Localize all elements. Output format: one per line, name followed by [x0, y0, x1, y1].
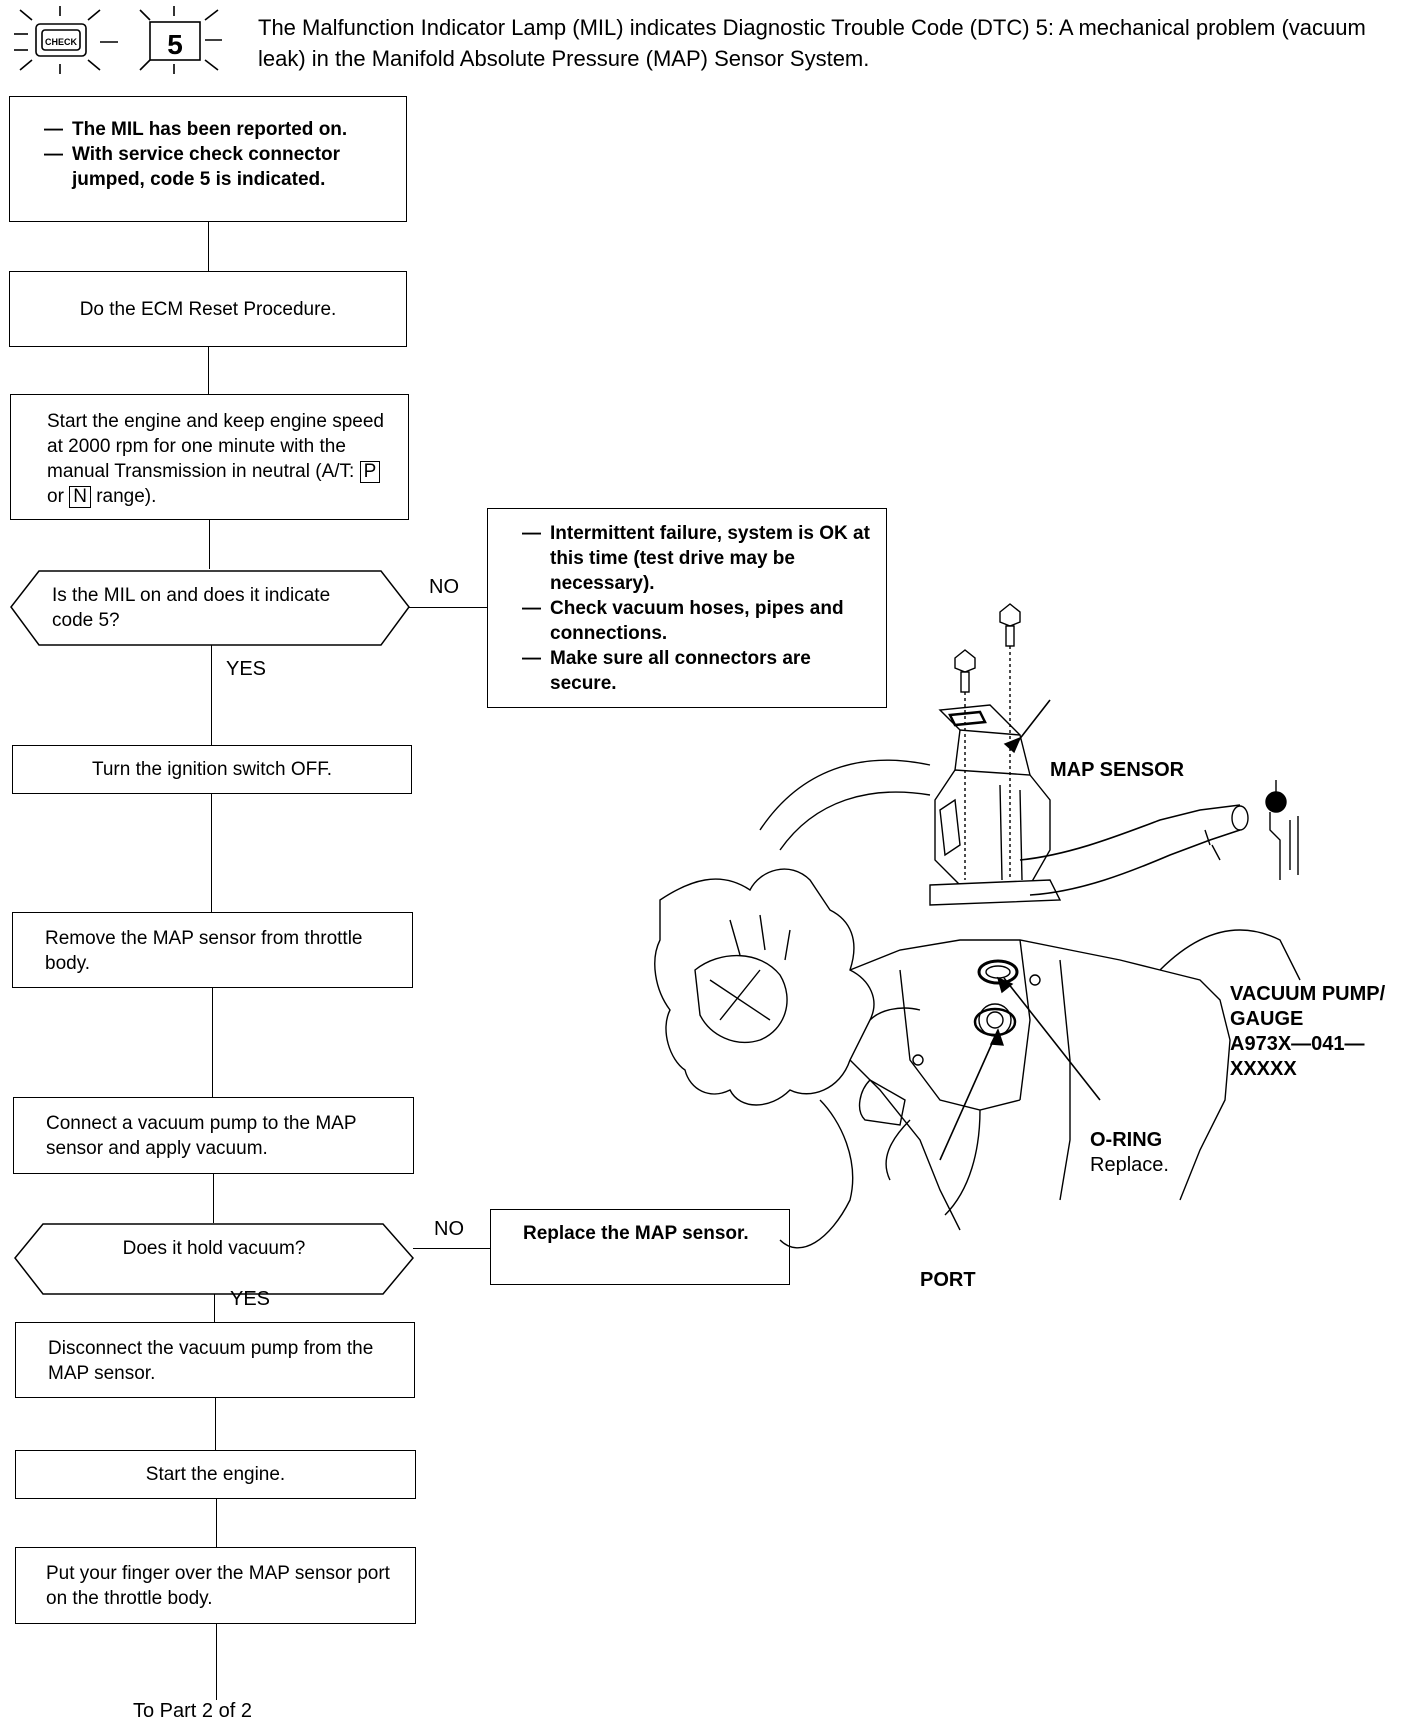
connector-line — [216, 1623, 217, 1700]
start-conditions-box: The MIL has been reported on. With servi… — [9, 96, 407, 222]
connector-line — [208, 346, 209, 394]
replace-sensor-label: Replace the MAP sensor. — [523, 1223, 749, 1244]
start-engine-step: Start the engine and keep engine speed a… — [10, 394, 409, 520]
connector-line — [408, 607, 487, 608]
mil-blink-icon: CHECK 5 — [14, 6, 222, 74]
start-engine-text-post: range). — [90, 486, 157, 507]
start-engine-again-label: Start the engine. — [145, 1464, 286, 1485]
range-p-key: P — [359, 461, 381, 483]
connector-line — [215, 1397, 216, 1451]
decision1-no-label: NO — [429, 576, 459, 598]
port-callout: PORT — [920, 1269, 976, 1291]
connector-line — [208, 221, 209, 271]
connector-line — [211, 793, 212, 912]
intermittent-item-3: Make sure all connectors are secure. — [522, 646, 874, 696]
ignition-off-step: Turn the ignition switch OFF. — [12, 745, 412, 794]
connect-pump-step: Connect a vacuum pump to the MAP sensor … — [13, 1097, 414, 1174]
vacuum-pump-callout-1: VACUUM PUMP/ — [1230, 983, 1386, 1005]
replace-sensor-box: Replace the MAP sensor. — [490, 1209, 790, 1285]
to-part-2-label: To Part 2 of 2 — [133, 1700, 252, 1722]
vacuum-pump-callout-2: GAUGE — [1230, 1008, 1304, 1030]
connector-line — [216, 1498, 217, 1548]
decision2-yes-label: YES — [230, 1288, 271, 1310]
start-engine-text-pre: Start the engine and keep engine speed a… — [47, 411, 384, 482]
check-icon-label: CHECK — [45, 37, 78, 47]
disconnect-pump-label: Disconnect the vacuum pump from the MAP … — [48, 1338, 374, 1384]
ecm-reset-label: Do the ECM Reset Procedure. — [79, 298, 337, 320]
connect-pump-label: Connect a vacuum pump to the MAP sensor … — [46, 1113, 357, 1159]
throttle-body-illustration — [654, 603, 1301, 1249]
decision-mil-on-text: Is the MIL on and does it indicate code … — [52, 585, 331, 631]
intermittent-item-1: Intermittent failure, system is OK at th… — [522, 521, 874, 596]
vacuum-pump-callout-3: A973X—041— — [1230, 1033, 1365, 1055]
dtc-code-number: 5 — [167, 29, 183, 60]
start-condition-1: The MIL has been reported on. — [44, 117, 396, 142]
connector-line — [213, 1173, 214, 1223]
map-sensor-callout: MAP SENSOR — [1050, 759, 1185, 781]
connector-line — [211, 645, 212, 745]
connector-line — [413, 1248, 491, 1249]
ecm-reset-step: Do the ECM Reset Procedure. — [9, 271, 407, 347]
finger-over-port-label: Put your finger over the MAP sensor port… — [46, 1563, 390, 1609]
connector-line — [214, 1294, 215, 1322]
header-description: The Malfunction Indicator Lamp (MIL) ind… — [258, 15, 1366, 71]
decision-hold-vacuum-text: Does it hold vacuum? — [122, 1238, 306, 1259]
finger-over-port-step: Put your finger over the MAP sensor port… — [15, 1547, 416, 1624]
start-engine-again-step: Start the engine. — [15, 1450, 416, 1499]
o-ring-note: Replace. — [1090, 1154, 1169, 1176]
range-n-key: N — [69, 486, 91, 508]
intermittent-failure-box: Intermittent failure, system is OK at th… — [487, 508, 887, 708]
remove-sensor-label: Remove the MAP sensor from throttle body… — [45, 928, 363, 974]
decision2-no-label: NO — [434, 1218, 464, 1240]
decision1-yes-label: YES — [226, 658, 267, 680]
connector-line — [212, 987, 213, 1097]
remove-sensor-step: Remove the MAP sensor from throttle body… — [12, 912, 413, 988]
connector-line — [209, 519, 210, 569]
vacuum-pump-callout-4: XXXXX — [1230, 1058, 1297, 1080]
decision-hold-vacuum-shape — [14, 1223, 414, 1295]
intermittent-item-2: Check vacuum hoses, pipes and connection… — [522, 596, 874, 646]
start-condition-2: With service check connector jumped, cod… — [44, 142, 396, 192]
o-ring-callout: O-RING — [1090, 1129, 1163, 1151]
ignition-off-label: Turn the ignition switch OFF. — [91, 759, 333, 780]
decision-mil-on-shape — [10, 570, 410, 646]
disconnect-pump-step: Disconnect the vacuum pump from the MAP … — [15, 1322, 415, 1398]
start-engine-text-or: or — [47, 486, 70, 507]
